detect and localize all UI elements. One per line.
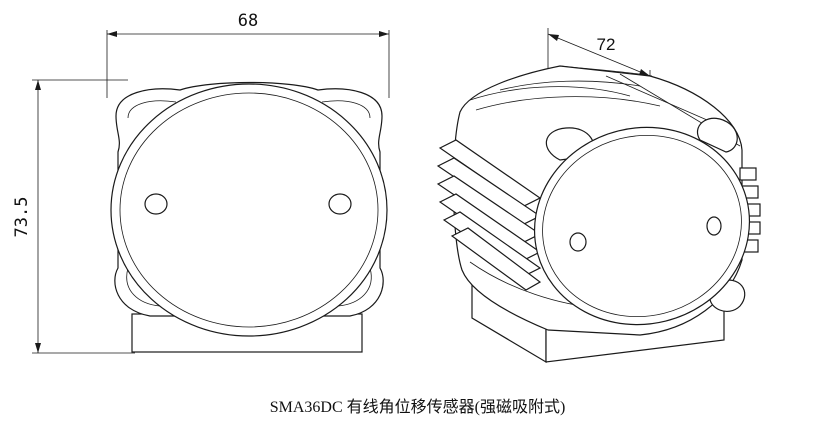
width-dimension: 68 [106, 11, 390, 98]
depth-dimension-label: 72 [597, 35, 616, 54]
figure-caption: SMA36DC 有线角位移传感器(强磁吸附式) [269, 399, 566, 416]
front-view: 68 73.5 [12, 11, 390, 354]
iso-view: 72 [436, 28, 761, 364]
front-face [110, 83, 388, 337]
technical-drawing: 68 73.5 [12, 11, 761, 364]
iso-hole-left [569, 232, 587, 252]
iso-fins [436, 139, 542, 291]
height-dimension: 73.5 [12, 79, 135, 354]
front-hole-left [144, 193, 168, 215]
iso-hole-right [706, 216, 722, 236]
width-dimension-label: 68 [238, 11, 258, 31]
iso-face [533, 126, 751, 326]
front-hole-right [328, 193, 352, 215]
height-dimension-label: 73.5 [12, 197, 32, 238]
